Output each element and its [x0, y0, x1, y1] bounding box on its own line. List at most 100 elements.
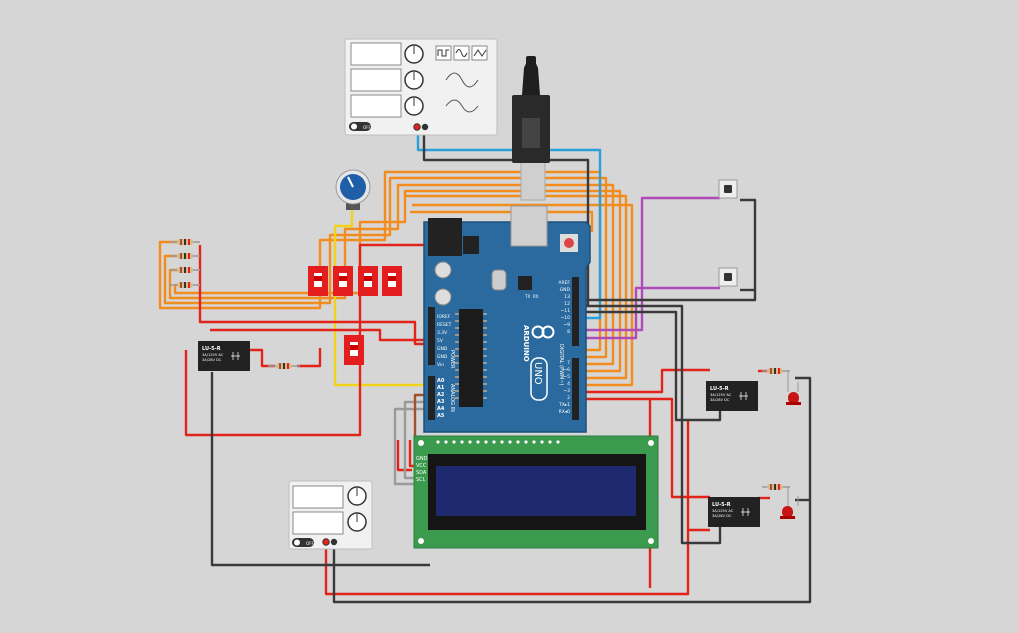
relay-title: LU-5-R: [710, 386, 729, 392]
relay[interactable]: LU-5-R 3A/125V AC 3A/28V DC: [708, 497, 760, 527]
blue-wire: [416, 130, 602, 320]
knob-icon[interactable]: [347, 512, 367, 532]
power-header: [428, 307, 435, 365]
slide-switch: [358, 266, 378, 296]
svg-text:2: 2: [567, 395, 570, 401]
atmega-chip: [459, 309, 483, 407]
svg-text:3.3V: 3.3V: [437, 330, 448, 336]
digital-pin-labels: AREF GND 13 12 ~11 ~10 ~9 8 7 ~6 ~5 4 ~3…: [558, 280, 570, 415]
svg-text:SDA: SDA: [416, 470, 427, 476]
usb-chip: [518, 276, 532, 290]
voltage-display: [292, 485, 344, 509]
terminal-negative[interactable]: [330, 538, 338, 546]
svg-text:AREF: AREF: [558, 280, 570, 286]
power-pin-labels: IOREF RESET 3.3V 5V GND GND Vin: [437, 314, 452, 368]
relay-title: LU-5-R: [202, 346, 221, 352]
display-1: [350, 42, 402, 66]
svg-text:SCL: SCL: [416, 477, 426, 483]
svg-text:~10: ~10: [561, 315, 571, 321]
resistor-bank[interactable]: [170, 239, 200, 288]
sine-wave-preview-icon: [445, 99, 479, 113]
svg-text:RESET: RESET: [437, 322, 452, 328]
lcd-16x2-i2c[interactable]: GND VCC SDA SCL: [413, 435, 659, 549]
knob-icon[interactable]: [347, 486, 367, 506]
triangle-wave-icon[interactable]: [471, 45, 488, 61]
svg-text:A1: A1: [437, 385, 445, 391]
function-generator[interactable]: OFF: [344, 38, 498, 136]
svg-text:7: 7: [567, 360, 570, 366]
relay[interactable]: LU-5-R 3A/125V AC 3A/28V DC: [198, 341, 250, 371]
tx-label: TX: [524, 294, 530, 299]
knob-icon[interactable]: [404, 70, 424, 90]
arduino-infinity-logo-icon: [531, 325, 555, 339]
svg-text:VCC: VCC: [416, 463, 427, 469]
led-red[interactable]: [786, 371, 801, 405]
display-3: [350, 94, 402, 118]
relay-rating: 3A/125V AC: [202, 353, 224, 357]
svg-text:GND: GND: [437, 354, 448, 360]
svg-text:GND: GND: [416, 456, 428, 462]
crystal: [491, 269, 507, 291]
resistor[interactable]: [762, 484, 790, 490]
knob-icon[interactable]: [404, 96, 424, 116]
resistor: [170, 282, 200, 288]
arduino-brand: ARDUINO: [522, 325, 530, 362]
svg-text:A2: A2: [437, 392, 445, 398]
slide-switch[interactable]: [344, 335, 364, 365]
svg-text:13: 13: [564, 294, 570, 300]
arduino-model: UNO: [532, 362, 543, 385]
svg-text:A5: A5: [437, 413, 445, 419]
rx-label: RX: [533, 294, 539, 299]
svg-text:A4: A4: [437, 406, 445, 412]
svg-text:GND: GND: [560, 287, 571, 293]
svg-text:12: 12: [564, 301, 570, 307]
relay[interactable]: LU-5-R 3A/125V AC 3A/28V DC: [706, 381, 758, 411]
relay-rating: 3A/125V AC: [712, 509, 734, 513]
terminal-positive[interactable]: [322, 538, 330, 546]
arduino-uno-board[interactable]: IOREF RESET 3.3V 5V GND GND Vin A0 A1 A2…: [423, 205, 591, 433]
current-display: [292, 511, 344, 535]
sine-wave-icon[interactable]: [453, 45, 470, 61]
push-button[interactable]: [718, 179, 738, 199]
resistor: [170, 239, 200, 245]
terminal-negative[interactable]: [421, 123, 429, 131]
dc-power-supply[interactable]: OFF: [288, 480, 373, 550]
svg-text:~11: ~11: [561, 308, 571, 314]
push-button[interactable]: [718, 267, 738, 287]
power-jack: [428, 218, 462, 256]
slide-switch: [333, 266, 353, 296]
resistor[interactable]: [762, 368, 790, 374]
knob-icon[interactable]: [404, 44, 424, 64]
svg-text:~6: ~6: [563, 367, 570, 373]
relay-symbol-icon: [741, 508, 750, 516]
switch-label: OFF: [363, 125, 371, 130]
switch-label: OFF: [306, 541, 314, 546]
relay-title: LU-5-R: [712, 502, 731, 508]
regulator: [463, 236, 479, 254]
display-2: [350, 68, 402, 92]
relay-rating: 3A/28V DC: [712, 514, 732, 518]
relay-symbol-icon: [231, 352, 240, 360]
capacitor: [434, 261, 452, 279]
usb-port: [510, 205, 548, 247]
svg-text:4: 4: [567, 381, 570, 387]
led-red[interactable]: [780, 487, 799, 519]
relay-rating: 3A/28V DC: [710, 398, 730, 402]
digital-label: DIGITAL (PWM~): [558, 344, 564, 386]
sine-wave-preview-icon: [445, 72, 479, 88]
potentiometer[interactable]: [335, 169, 371, 210]
analog-pin-labels: A0 A1 A2 A3 A4 A5: [437, 378, 445, 419]
terminal-positive[interactable]: [413, 123, 421, 131]
svg-text:TX▸1: TX▸1: [558, 402, 570, 408]
relay-symbol-icon: [739, 392, 748, 400]
resistor: [170, 267, 200, 273]
svg-text:A0: A0: [437, 378, 445, 384]
usb-cable[interactable]: [512, 56, 550, 201]
digital-header-high: [572, 277, 579, 346]
resistor[interactable]: [268, 363, 300, 369]
yellow-wire: [333, 210, 430, 387]
slide-switch-row[interactable]: [308, 266, 402, 296]
svg-text:5V: 5V: [437, 338, 444, 344]
square-wave-icon[interactable]: [435, 45, 452, 61]
